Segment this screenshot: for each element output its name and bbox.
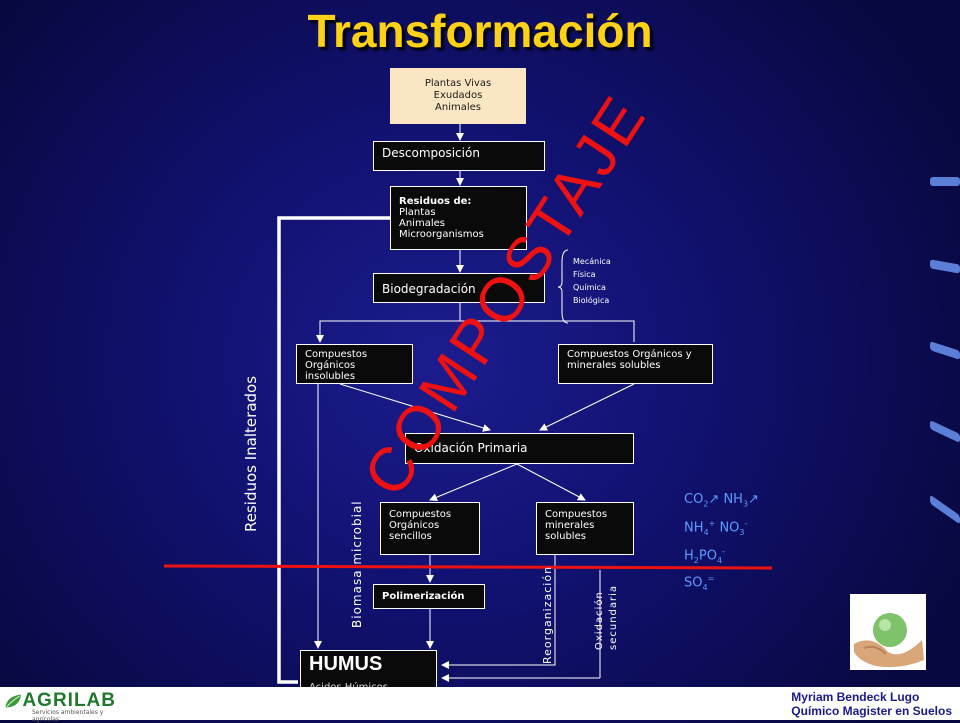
chem-text: 2 — [703, 499, 709, 509]
node-text: Polimerización — [382, 591, 465, 602]
chem-text: SO — [684, 575, 703, 591]
chem-line: CO2↗ NH3↗ — [684, 490, 759, 514]
logo-text: AGRILAB — [22, 690, 116, 711]
decorative-dash — [930, 177, 960, 186]
node-text: Orgánicos insolubles — [305, 360, 356, 382]
chem-text: - — [744, 518, 748, 528]
arrow-up-icon: ↗ — [748, 492, 759, 507]
label-microbial-biomass: Biomasa microbial — [350, 500, 364, 628]
chem-text: 4 — [702, 583, 708, 593]
node-text: Compuestos — [389, 509, 452, 520]
biodegradation-types: Mecánica Física Química Biológica — [573, 255, 611, 307]
node-text: Compuestos — [305, 349, 368, 360]
label-unaltered-residues: Residuos Inalterados — [242, 375, 260, 532]
node-polymerization: Polimerización — [373, 584, 485, 609]
node-text: Animales — [435, 102, 481, 113]
node-text: minerales — [545, 520, 595, 531]
node-text: Compuestos — [545, 509, 608, 520]
node-text: Residuos de: — [399, 196, 472, 207]
node-text: Plantas Vivas — [424, 78, 492, 89]
chem-text: 4 — [716, 555, 723, 565]
node-text: Orgánicos — [389, 520, 440, 531]
node-text: Biodegradación — [382, 282, 476, 296]
chem-text: 3 — [739, 527, 745, 537]
chem-text: 2 — [693, 555, 699, 565]
chem-text: NH — [723, 492, 743, 507]
node-text: Compuestos Orgánicos y — [567, 349, 692, 360]
node-insoluble-compounds: Compuestos Orgánicos insolubles — [296, 344, 413, 384]
node-text: Microorganismos — [399, 229, 484, 240]
globe-hands-icon — [850, 594, 926, 670]
chem-text: + — [708, 518, 716, 528]
node-residues: Residuos de: Plantas Animales Microorgan… — [390, 186, 527, 250]
chem-text: = — [707, 574, 715, 584]
chem-line: NH4+ NO3- — [684, 514, 759, 542]
leaf-icon — [5, 694, 22, 708]
chem-text: NO — [719, 519, 740, 535]
brace-item: Mecánica — [573, 257, 611, 266]
node-humus: HUMUS Acidos Húmicos — [300, 650, 437, 693]
chemical-products: CO2↗ NH3↗ NH4+ NO3- H2PO4- SO4= — [684, 490, 759, 597]
agrilab-logo: AGRILAB Servicios ambientales y agrícola… — [4, 690, 116, 723]
chem-text: PO — [698, 547, 717, 563]
label-reorganization: Reorganización — [541, 565, 554, 664]
node-sources: Plantas Vivas Exudados Animales — [390, 68, 526, 124]
node-decomposition: Descomposición — [373, 141, 545, 171]
chem-text: - — [722, 546, 725, 556]
label-secondary-oxidation-1: Oxidación — [594, 591, 605, 650]
node-simple-organic-compounds: Compuestos Orgánicos sencillos — [380, 502, 480, 555]
chem-text: CO — [684, 492, 704, 507]
author-credit: Myriam Bendeck Lugo Químico Magister en … — [791, 690, 952, 718]
node-biodegradation: Biodegradación — [373, 273, 545, 303]
brace-item: Física — [573, 270, 596, 279]
node-text: Oxidación Primaria — [414, 441, 528, 455]
node-text: Plantas — [399, 207, 436, 218]
node-text: sencillos — [389, 531, 432, 542]
node-text: minerales solubles — [567, 360, 661, 371]
chem-text: NH — [684, 519, 704, 535]
brace-item: Biológica — [573, 296, 610, 305]
brace-item: Química — [573, 283, 606, 292]
node-text: solubles — [545, 531, 586, 542]
node-primary-oxidation: Oxidación Primaria — [405, 433, 634, 464]
chem-text: 4 — [703, 527, 709, 537]
globe-hands-image — [850, 594, 926, 670]
page-title: Transformación — [307, 5, 653, 57]
author-credential: Químico Magister en Suelos — [791, 704, 952, 718]
node-soluble-compounds: Compuestos Orgánicos y minerales soluble… — [558, 344, 713, 384]
node-text: Animales — [399, 218, 445, 229]
node-text: Descomposición — [382, 146, 480, 160]
author-name: Myriam Bendeck Lugo — [791, 690, 920, 704]
chem-text: 3 — [742, 499, 749, 509]
node-title: HUMUS — [309, 653, 383, 675]
footer-band — [0, 687, 960, 720]
node-text: Exudados — [433, 90, 483, 101]
chem-text: H — [684, 547, 694, 563]
arrow-up-icon: ↗ — [708, 492, 720, 507]
node-soluble-mineral-compounds: Compuestos minerales solubles — [536, 502, 634, 555]
chem-line: H2PO4- — [684, 542, 759, 570]
chem-line: SO4= — [684, 569, 759, 597]
label-secondary-oxidation-2: secundaria — [608, 584, 619, 650]
